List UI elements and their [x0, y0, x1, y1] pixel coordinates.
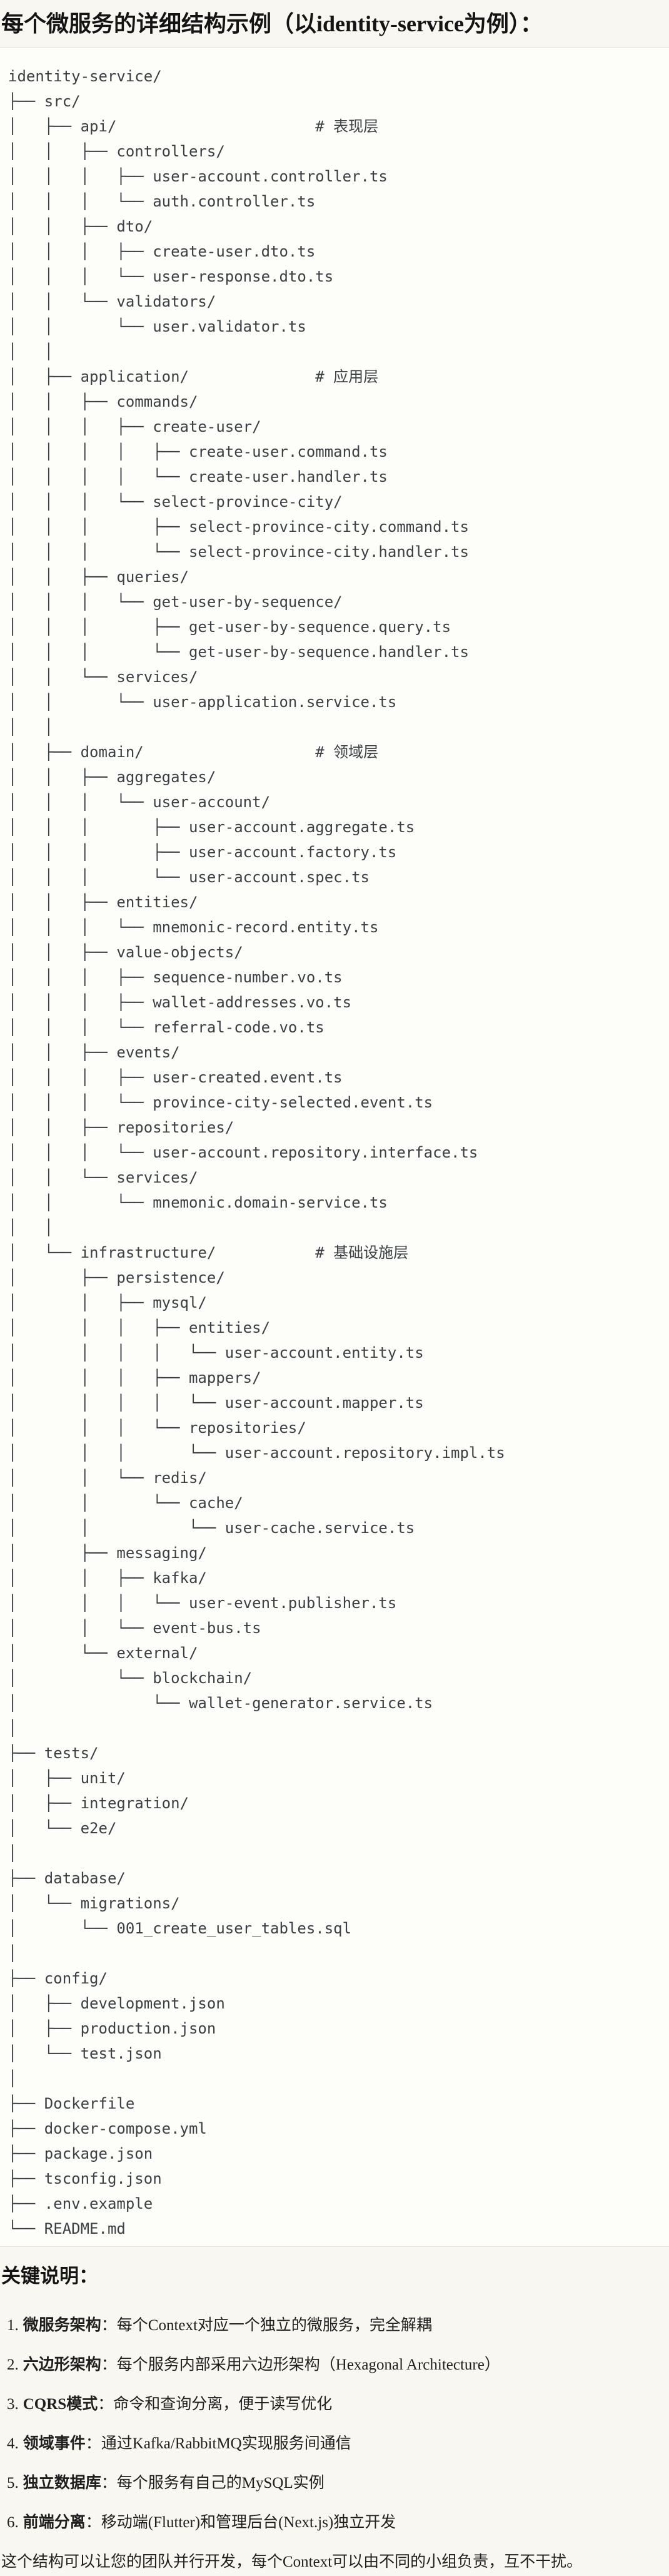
- note-item-number: 5.: [7, 2475, 19, 2492]
- page-title: 每个微服务的详细结构示例（以identity-service为例）：: [1, 11, 543, 36]
- key-notes-heading: 关键说明：: [1, 2265, 98, 2287]
- directory-tree-codeblock: identity-service/ ├── src/ │ ├── api/ # …: [0, 47, 669, 2247]
- note-item-desc: ：命令和查询分离，便于读写优化: [98, 2396, 333, 2413]
- key-notes-section: 关键说明： 1.微服务架构：每个Context对应一个独立的微服务，完全解耦 2.…: [0, 2247, 669, 2573]
- note-item-desc: ：每个服务有自己的MySQL实例: [101, 2475, 324, 2492]
- note-item-number: 4.: [7, 2435, 19, 2452]
- closing-paragraph: 这个结构可以让您的团队并行开发，每个Context可以由不同的小组负责，互不干扰…: [1, 2553, 583, 2570]
- note-item: 1.微服务架构：每个Context对应一个独立的微服务，完全解耦: [7, 2314, 661, 2336]
- note-item-number: 6.: [7, 2514, 19, 2531]
- note-item: 4.领域事件：通过Kafka/RabbitMQ实现服务间通信: [7, 2433, 661, 2455]
- note-item-desc: ：每个服务内部采用六边形架构（Hexagonal Architecture）: [101, 2356, 500, 2373]
- note-item: 2.六边形架构：每个服务内部采用六边形架构（Hexagonal Architec…: [7, 2354, 661, 2376]
- note-item-desc: ：移动端(Flutter)和管理后台(Next.js)独立开发: [85, 2514, 396, 2531]
- note-item-term: 微服务架构: [23, 2317, 101, 2334]
- note-item-desc: ：每个Context对应一个独立的微服务，完全解耦: [101, 2317, 432, 2334]
- note-item-term: CQRS模式: [23, 2396, 98, 2413]
- note-item-number: 3.: [7, 2396, 19, 2413]
- note-item-term: 六边形架构: [23, 2356, 101, 2373]
- note-item: 6.前端分离：移动端(Flutter)和管理后台(Next.js)独立开发: [7, 2512, 661, 2533]
- note-item-term: 独立数据库: [23, 2475, 101, 2492]
- note-item: 5.独立数据库：每个服务有自己的MySQL实例: [7, 2472, 661, 2494]
- note-item: 3.CQRS模式：命令和查询分离，便于读写优化: [7, 2393, 661, 2415]
- note-item-number: 2.: [7, 2356, 19, 2373]
- directory-tree-text: identity-service/ ├── src/ │ ├── api/ # …: [8, 68, 505, 2237]
- note-item-desc: ：通过Kafka/RabbitMQ实现服务间通信: [85, 2435, 351, 2452]
- note-item-number: 1.: [7, 2317, 19, 2334]
- note-item-term: 前端分离: [23, 2514, 86, 2531]
- note-item-term: 领域事件: [23, 2435, 86, 2452]
